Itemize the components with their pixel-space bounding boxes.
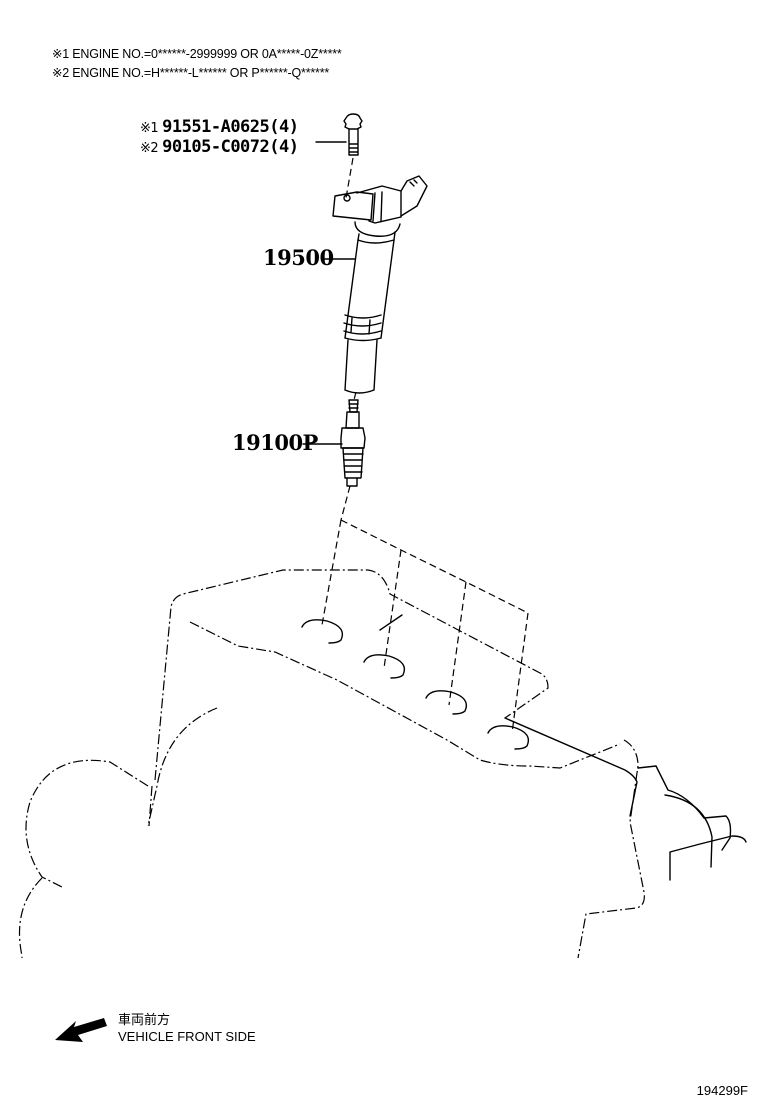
vehicle-front-label-jp: 車両前方	[118, 1012, 171, 1027]
engine-cylinder-head-icon	[18, 569, 747, 959]
condition-mark-2: ※2	[140, 141, 159, 156]
condition-mark-1: ※1	[140, 121, 159, 136]
leader-lines	[302, 141, 356, 445]
bolt-part-number-2-text: 90105-C0072(4)	[162, 137, 299, 157]
ignition-coil-icon	[332, 175, 428, 394]
engine-note-1: ※1 ENGINE NO.=0******-2999999 OR 0A*****…	[52, 47, 342, 61]
vehicle-front-label-en: VEHICLE FRONT SIDE	[118, 1029, 256, 1044]
installation-guide-lines	[321, 519, 529, 734]
bolt-part-number-1-text: 91551-A0625(4)	[162, 117, 299, 137]
bolt-icon	[343, 113, 363, 199]
arrow-left-down-icon	[55, 1018, 107, 1042]
spark-plug-callout[interactable]: 19100P	[232, 430, 318, 455]
spark-plug-icon	[340, 399, 366, 521]
diagram-reference-code: 194299F	[696, 1083, 748, 1098]
ignition-coil-callout[interactable]: 19500	[263, 245, 334, 270]
engine-note-2: ※2 ENGINE NO.=H******-L****** OR P******…	[52, 66, 330, 80]
